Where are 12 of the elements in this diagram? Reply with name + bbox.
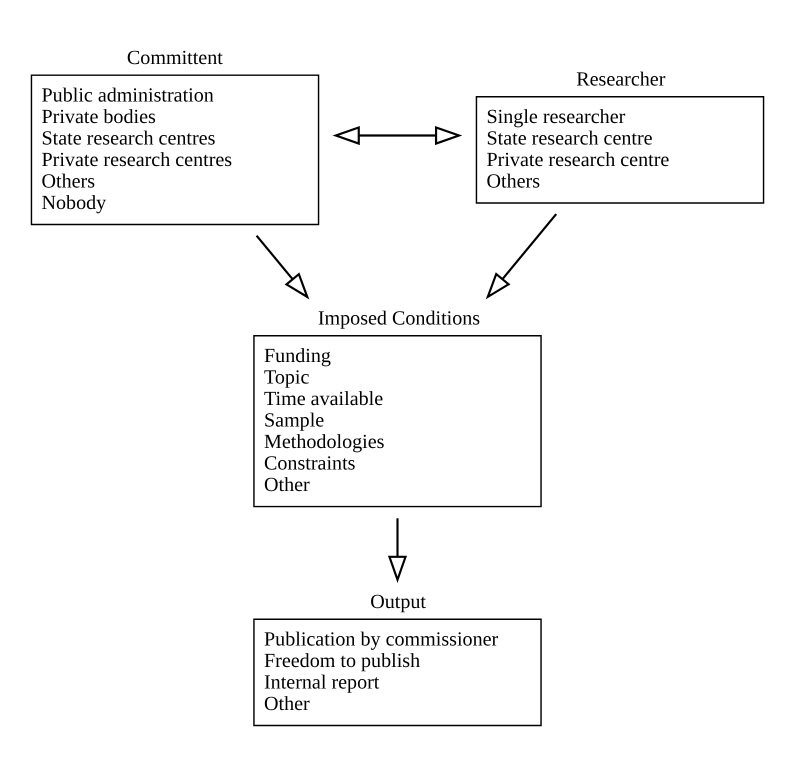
arrow xyxy=(486,212,558,299)
node-box: Public administration Private bodies State research centres Private research centres Others Nobody xyxy=(30,74,320,225)
node-box: Single researcher State research centre Private research centre Others xyxy=(476,96,764,204)
node-box: Funding Topic Time available Sample Methodologies Constraints Other xyxy=(253,334,542,507)
node-label: Imposed Conditions xyxy=(318,307,480,330)
arrow xyxy=(332,125,462,145)
node-label: Researcher xyxy=(576,68,666,90)
node-label: Committent xyxy=(126,46,223,69)
node-label: Output xyxy=(370,590,426,613)
arrow xyxy=(388,518,408,583)
node-box: Publication by commissioner Freedom to publish Internal report Other xyxy=(253,618,542,726)
arrow xyxy=(256,234,310,299)
